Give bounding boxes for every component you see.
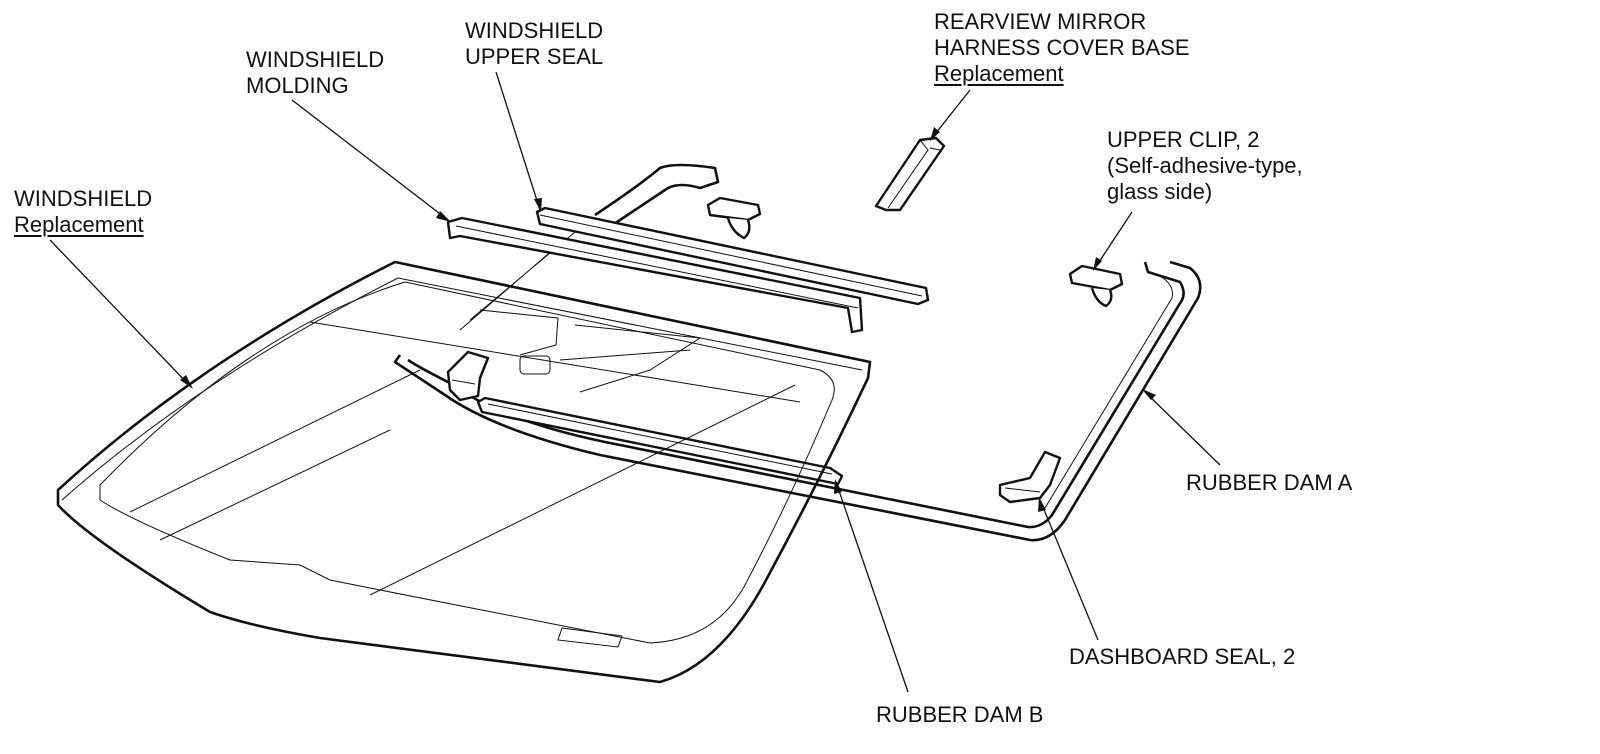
label-windshield-molding-line1: WINDSHIELD [246,47,385,72]
arrowheads [180,127,1156,512]
arrowhead-windshield-upper-seal [534,198,542,212]
label-rearview-mirror-line1: REARVIEW MIRROR [934,9,1147,34]
leader-lines [49,71,1221,693]
upper-clip-right [1068,264,1124,308]
label-rearview-mirror-line3: Replacement [934,61,1064,86]
windshield-molding [446,216,864,334]
label-windshield-upper-seal-line1: WINDSHIELD [465,18,604,43]
rubber-dam-b [476,396,844,486]
label-rearview-mirror-line2: HARNESS COVER BASE [934,35,1190,60]
rearview-mirror-harness-cover-base [874,136,946,212]
label-upper-clip-line2: (Self-adhesive-type, [1107,153,1303,178]
dashboard-seal-right [998,450,1062,504]
label-windshield-line2: Replacement [14,212,144,237]
arrowhead-windshield-molding [436,211,451,222]
label-rearview-mirror-harness-cover-base: REARVIEW MIRROR HARNESS COVER BASE Repla… [934,9,1190,87]
leader-rubber-dam-b [835,481,909,693]
leader-windshield [49,239,191,387]
label-upper-clip-line3: glass side) [1107,179,1213,204]
leader-windshield-molding [291,99,449,221]
arrowhead-dashboard-seal [1038,497,1046,512]
arrowhead-upper-clip [1093,257,1102,271]
label-upper-clip: UPPER CLIP, 2 (Self-adhesive-type, glass… [1107,127,1303,205]
upper-clip-left [706,196,762,240]
label-rubber-dam-a: RUBBER DAM A [1186,470,1353,495]
label-dashboard-seal: DASHBOARD SEAL, 2 [1069,644,1296,669]
dashboard-seal-left [446,350,490,402]
label-rubber-dam-b: RUBBER DAM B [876,702,1044,727]
leader-rubber-dam-a [1144,391,1221,466]
label-windshield-upper-seal-line2: UPPER SEAL [465,44,604,69]
label-windshield-molding-line2: MOLDING [246,73,349,98]
leader-dashboard-seal [1039,499,1099,641]
leader-upper-clip [1094,211,1133,269]
arrowhead-rearview-mirror [930,127,940,141]
leader-windshield-upper-seal [495,71,541,211]
label-upper-clip-line1: UPPER CLIP, 2 [1107,127,1260,152]
arrowhead-windshield [180,375,193,389]
label-windshield-molding: WINDSHIELD MOLDING [246,47,384,99]
label-windshield-upper-seal: WINDSHIELD UPPER SEAL [465,18,603,70]
rubber-dam-a [393,163,1202,542]
windshield-upper-seal [535,206,930,306]
leader-rearview-mirror [931,89,971,139]
label-windshield: WINDSHIELD Replacement [14,186,152,238]
windshield-glass [56,260,872,684]
arrowhead-rubber-dam-b [834,479,842,494]
label-windshield-line1: WINDSHIELD [14,186,153,211]
arrowhead-rubber-dam-a [1142,389,1156,400]
